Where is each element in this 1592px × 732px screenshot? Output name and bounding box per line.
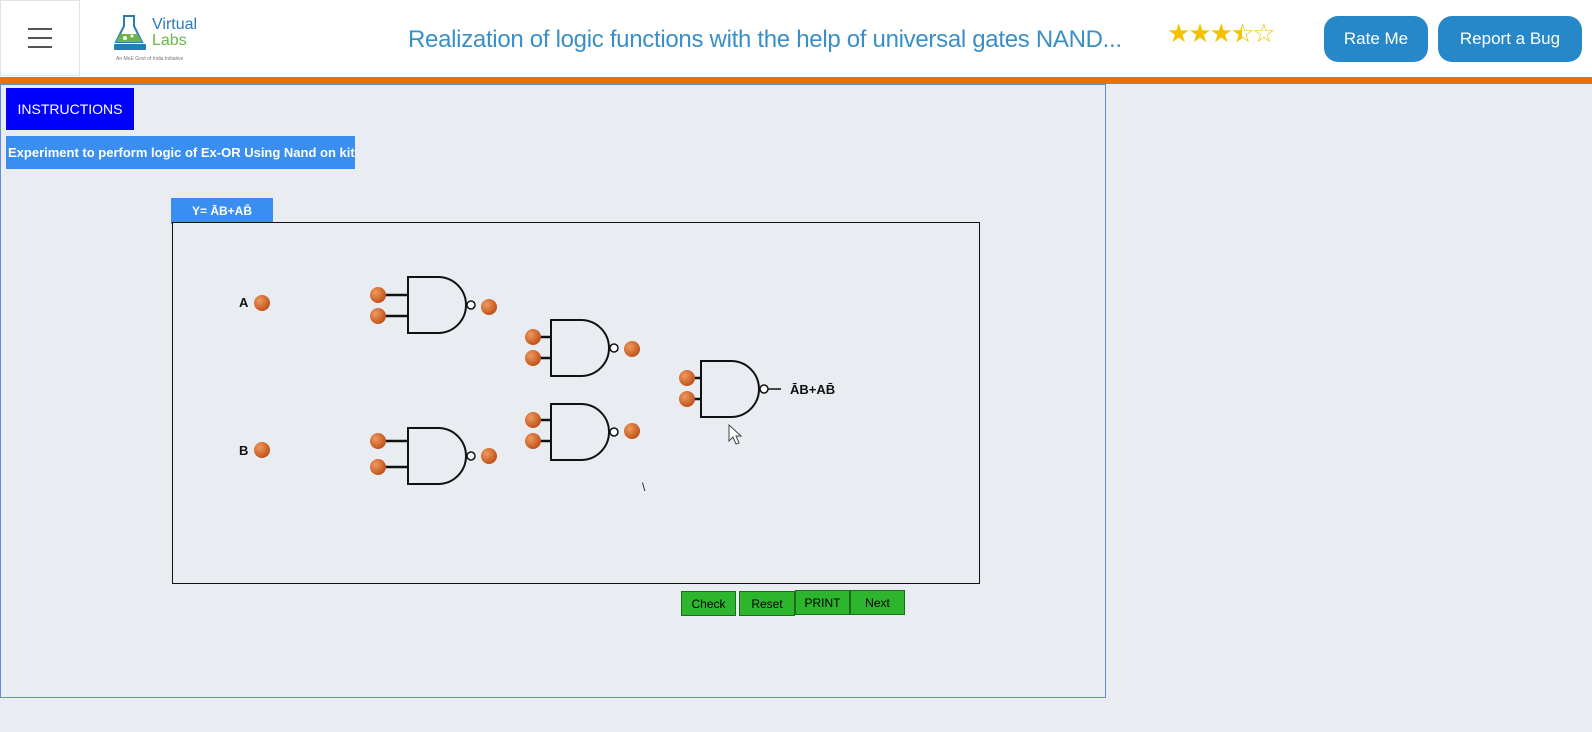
logo-text-virtual: Virtual — [152, 16, 198, 33]
output-label: ĀB+AB̄ — [790, 382, 835, 397]
gate3-output-terminal[interactable] — [624, 341, 640, 357]
header-accent-bar — [0, 77, 1592, 84]
gate1-input-2-terminal[interactable] — [370, 308, 386, 324]
gate4-input-2-terminal[interactable] — [525, 433, 541, 449]
rate-me-button[interactable]: Rate Me — [1324, 16, 1428, 62]
simulation-panel: INSTRUCTIONS Experiment to perform logic… — [0, 84, 1106, 698]
instructions-button[interactable]: INSTRUCTIONS — [6, 88, 134, 130]
gate3-input-1-terminal[interactable] — [525, 329, 541, 345]
gate4-input-1-terminal[interactable] — [525, 412, 541, 428]
stray-mark: \ — [642, 480, 646, 494]
hamburger-icon-line — [28, 46, 52, 48]
star-icon: ★ — [1167, 18, 1190, 48]
hamburger-icon-line — [28, 37, 52, 39]
gate1-output-terminal[interactable] — [481, 299, 497, 315]
nand-gate-3 — [525, 319, 640, 377]
flask-logo-icon — [114, 15, 146, 50]
report-bug-button[interactable]: Report a Bug — [1438, 16, 1582, 62]
check-button[interactable]: Check — [681, 591, 736, 616]
logo-tagline: An MoE Govt of India Initiative — [116, 56, 184, 62]
rating-stars[interactable]: ★★★☆★☆ — [1167, 18, 1276, 48]
gate5-input-2-terminal[interactable] — [679, 391, 695, 407]
input-b-terminal[interactable] — [254, 442, 270, 458]
mouse-cursor-icon — [728, 423, 743, 445]
reset-button[interactable]: Reset — [739, 591, 795, 616]
gate5-input-1-terminal[interactable] — [679, 370, 695, 386]
star-icon: ★ — [1188, 18, 1211, 48]
gate4-output-terminal[interactable] — [624, 423, 640, 439]
print-button[interactable]: PRINT — [795, 590, 850, 615]
nand-gate-5 — [679, 360, 781, 418]
gate1-input-1-terminal[interactable] — [370, 287, 386, 303]
input-b-label: B — [239, 443, 248, 458]
virtual-labs-logo[interactable]: Virtual Labs An MoE Govt of India Initia… — [110, 12, 200, 64]
experiment-title: Experiment to perform logic of Ex-OR Usi… — [6, 136, 355, 169]
logo-text-labs: Labs — [152, 32, 187, 49]
header-bar: Virtual Labs An MoE Govt of India Initia… — [0, 0, 1592, 78]
empty-star-icon: ☆ — [1252, 18, 1275, 48]
input-a-label: A — [239, 295, 249, 310]
input-a-terminal[interactable] — [254, 295, 270, 311]
hamburger-menu-button[interactable] — [0, 0, 80, 76]
gate3-input-2-terminal[interactable] — [525, 350, 541, 366]
next-button[interactable]: Next — [850, 590, 905, 615]
nand-gate-2 — [370, 427, 497, 485]
star-icon: ★ — [1209, 18, 1233, 48]
half-star-icon: ☆★ — [1230, 18, 1254, 48]
page-title: Realization of logic functions with the … — [408, 26, 1122, 53]
hamburger-icon — [28, 28, 52, 30]
gate2-input-2-terminal[interactable] — [370, 459, 386, 475]
circuit-board: A B — [172, 222, 980, 584]
gate2-output-terminal[interactable] — [481, 448, 497, 464]
nand-gate-1 — [370, 276, 497, 334]
nand-gate-4 — [525, 403, 640, 461]
gate2-input-1-terminal[interactable] — [370, 433, 386, 449]
formula-tab: Y= ĀB+AB̄ — [171, 198, 273, 224]
